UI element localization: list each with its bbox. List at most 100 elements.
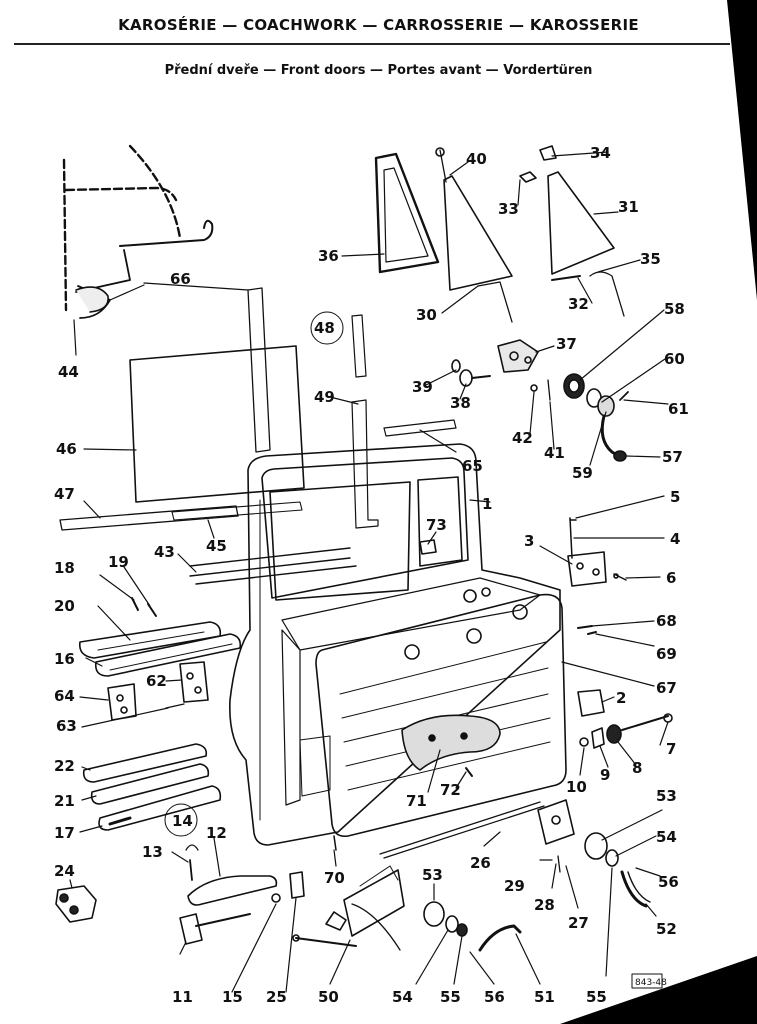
label-31: 31: [618, 198, 639, 216]
label-66: 66: [170, 270, 191, 288]
label-22: 22: [54, 757, 75, 775]
label-9: 9: [600, 766, 610, 784]
label-41: 41: [544, 444, 565, 462]
label-19: 19: [108, 553, 129, 571]
label-39: 39: [412, 378, 433, 396]
window-winder: [563, 373, 629, 462]
label-6: 6: [666, 569, 676, 587]
label-8: 8: [632, 759, 642, 777]
label-38: 38: [450, 394, 471, 412]
door-shell: [229, 443, 561, 846]
label-2: 2: [616, 689, 626, 707]
page-header: KAROSÉRIE — COACHWORK — CARROSSERIE — KA…: [118, 16, 639, 34]
label-53-right: 53: [656, 787, 677, 805]
label-25: 25: [266, 988, 287, 1006]
lock-bolt-set: [579, 713, 673, 749]
label-65: 65: [462, 457, 483, 475]
label-54-left: 54: [392, 988, 413, 1006]
label-1: 1: [482, 495, 492, 513]
label-49: 49: [314, 388, 335, 406]
label-18: 18: [54, 559, 75, 577]
label-7: 7: [666, 740, 676, 758]
label-21: 21: [54, 792, 75, 810]
label-12: 12: [206, 824, 227, 842]
label-58: 58: [664, 300, 685, 318]
label-53-left: 53: [422, 866, 443, 884]
label-57: 57: [662, 448, 683, 466]
label-3: 3: [524, 532, 534, 550]
label-44: 44: [58, 363, 79, 381]
label-14: 14: [172, 812, 193, 830]
label-61: 61: [668, 400, 689, 418]
label-50: 50: [318, 988, 339, 1006]
label-10: 10: [566, 778, 587, 796]
label-28: 28: [534, 896, 555, 914]
label-51: 51: [534, 988, 555, 1006]
label-67: 67: [656, 679, 677, 697]
outer-handle: [55, 844, 305, 945]
label-43: 43: [154, 543, 175, 561]
label-33: 33: [498, 200, 519, 218]
hinges-and-striker: [107, 517, 627, 721]
label-42: 42: [512, 429, 533, 447]
check-straps: [78, 621, 242, 831]
label-72: 72: [440, 781, 461, 799]
label-55-right: 55: [586, 988, 607, 1006]
label-15: 15: [222, 988, 243, 1006]
label-62: 62: [146, 672, 167, 690]
label-47: 47: [54, 485, 75, 503]
label-56-right: 56: [658, 873, 679, 891]
inner-handles: [423, 832, 651, 952]
label-17: 17: [54, 824, 75, 842]
page-subheader: Přední dveře — Front doors — Portes avan…: [164, 63, 593, 78]
circle-mark-14: [164, 803, 198, 837]
label-13: 13: [142, 843, 163, 861]
label-40: 40: [466, 150, 487, 168]
leader-lines: [69, 151, 669, 993]
part-number-labels: 1 2 3 4 5 6 7 8 9 10 11 12 13 14 15 16 1…: [54, 144, 689, 1006]
label-4: 4: [670, 530, 680, 548]
label-20: 20: [54, 597, 75, 615]
label-11: 11: [172, 988, 193, 1006]
label-52: 52: [656, 920, 677, 938]
label-69: 69: [656, 645, 677, 663]
label-46: 46: [56, 440, 77, 458]
label-56-left: 56: [484, 988, 505, 1006]
label-37: 37: [556, 335, 577, 353]
label-29: 29: [504, 877, 525, 895]
label-26: 26: [470, 854, 491, 872]
vent-window: [374, 145, 625, 323]
label-36: 36: [318, 247, 339, 265]
label-34: 34: [590, 144, 611, 162]
label-24: 24: [54, 862, 75, 880]
circle-mark-48: [310, 311, 344, 345]
label-64: 64: [54, 687, 75, 705]
label-68: 68: [656, 612, 677, 630]
label-73: 73: [426, 516, 447, 534]
label-45: 45: [206, 537, 227, 555]
window-glass: [59, 287, 457, 585]
window-regulator: [292, 799, 575, 951]
label-54-right: 54: [656, 828, 677, 846]
trim-panel: [315, 593, 567, 838]
label-48: 48: [314, 319, 335, 337]
body-pillar: [62, 144, 214, 319]
label-16: 16: [54, 650, 75, 668]
label-59: 59: [572, 464, 593, 482]
vent-mechanism: [451, 339, 551, 401]
label-32: 32: [568, 295, 589, 313]
label-60: 60: [664, 350, 685, 368]
screws: [131, 597, 157, 617]
label-55-left: 55: [440, 988, 461, 1006]
label-71: 71: [406, 792, 427, 810]
small-parts: [333, 539, 597, 851]
label-35: 35: [640, 250, 661, 268]
label-5: 5: [670, 488, 680, 506]
label-63: 63: [56, 717, 77, 735]
label-70: 70: [324, 869, 345, 887]
figure-reference: 843-48: [635, 978, 667, 988]
label-27: 27: [568, 914, 589, 932]
header-rule: [14, 43, 730, 45]
